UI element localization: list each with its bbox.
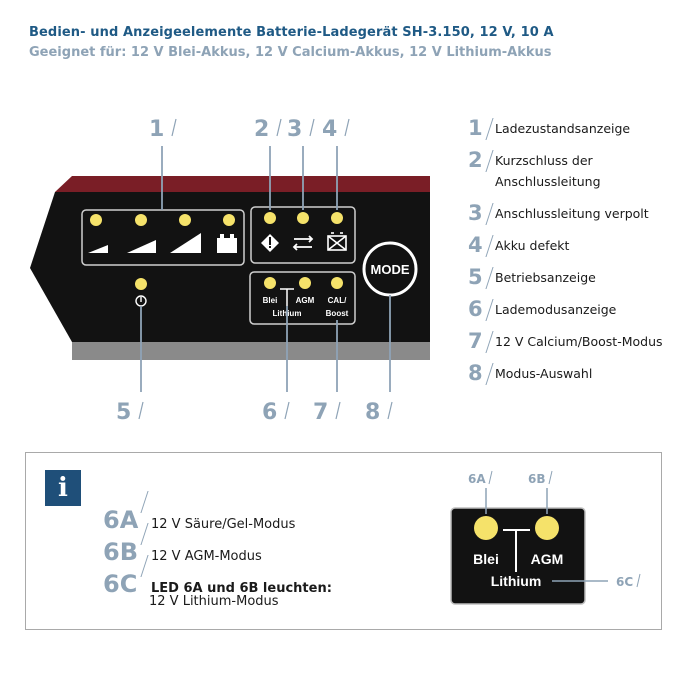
led-agm (299, 277, 311, 289)
charge-level-3-icon (170, 233, 201, 253)
legend-number: 6 (468, 297, 483, 321)
callout-number-1: 1 (149, 117, 164, 142)
legend-text: Anschlussleitung verpolt (495, 206, 649, 221)
mode-button-label: MODE (371, 262, 410, 277)
led-charge-3 (179, 214, 191, 226)
legend-number: 2 (468, 148, 483, 172)
legend-text: Kurzschluss der Anschlussleitung (495, 153, 601, 189)
legend-item-6: 6 Lademodusanzeige (468, 297, 616, 321)
legend-item-1: 1 Ladezustandsanzeige (468, 116, 630, 140)
legend-number: 3 (468, 201, 483, 225)
detail-label-lithium: Lithium (491, 573, 542, 589)
callout-number-8: 8 (365, 400, 380, 425)
legend-number: 4 (468, 233, 483, 257)
legend-text: Modus-Auswahl (495, 366, 593, 381)
legend-number: 7 (468, 329, 483, 353)
panel-body (30, 192, 430, 342)
led-reverse-polarity (297, 212, 309, 224)
led-power (135, 278, 147, 290)
detail-led-agm (535, 516, 559, 540)
mode-code: 6C (103, 570, 138, 598)
reverse-arrows-icon (292, 235, 314, 251)
detail-label-agm: AGM (531, 551, 564, 567)
panel-base (72, 340, 430, 360)
charge-level-1-icon (88, 245, 108, 253)
callout-number-3: 3 (287, 117, 302, 142)
callout-number-5: 5 (116, 400, 131, 425)
panel-stripe (55, 176, 430, 192)
mode-subtext: 12 V Lithium-Modus (149, 594, 279, 609)
charge-display-box (81, 209, 245, 266)
warning-diamond-icon (261, 234, 279, 252)
mode-code: 6A (103, 506, 139, 534)
legend-number: 8 (468, 361, 483, 385)
legend-item-4: 4 Akku defekt (468, 233, 569, 257)
led-battery-defect (331, 212, 343, 224)
detail-callout-6c: 6C (616, 575, 633, 589)
mode-row-6c: 6C LED 6A und 6B leuchten: (103, 570, 332, 598)
mode-row-6b: 6B 12 V AGM-Modus (103, 538, 262, 566)
mode-display-box (249, 271, 356, 325)
led-charge-4 (223, 214, 235, 226)
led-short-circuit (264, 212, 276, 224)
detail-label-blei: Blei (473, 551, 499, 567)
legend-item-2: 2 Kurzschluss der Anschlussleitung (468, 148, 625, 192)
charge-level-2-icon (127, 240, 156, 253)
detail-callout-6b: 6B (528, 472, 546, 486)
mode-text: 12 V Säure/Gel-Modus (151, 517, 296, 532)
led-label-boost: Boost (326, 309, 349, 318)
led-cal-boost (331, 277, 343, 289)
led-label-blei: Blei (263, 296, 278, 305)
legend-item-7: 7 12 V Calcium/Boost-Modus (468, 329, 663, 353)
page-title: Bedien- und Anzeigeelemente Batterie-Lad… (29, 25, 554, 40)
legend-text: 12 V Calcium/Boost-Modus (495, 334, 663, 349)
mode-text: LED 6A und 6B leuchten: (151, 581, 332, 596)
led-label-cal: CAL/ (328, 296, 347, 305)
legend-text: Akku defekt (495, 238, 570, 253)
legend-text: Lademodusanzeige (495, 302, 617, 317)
callout-number-6: 6 (262, 400, 277, 425)
callout-number-4: 4 (322, 117, 337, 142)
callout-number-2: 2 (254, 117, 269, 142)
battery-full-icon (217, 234, 237, 253)
led-charge-1 (90, 214, 102, 226)
battery-defect-icon (327, 232, 347, 251)
led-blei (264, 277, 276, 289)
detail-led-blei (474, 516, 498, 540)
legend-item-5: 5 Betriebsanzeige (468, 265, 596, 289)
legend-number: 5 (468, 265, 483, 289)
mode-row-6a: 6A 12 V Säure/Gel-Modus (103, 506, 295, 534)
legend-item-3: 3 Anschlussleitung verpolt (468, 201, 649, 225)
legend-item-8: 8 Modus-Auswahl (468, 361, 592, 385)
info-box (25, 452, 662, 630)
legend-text: Ladezustandsanzeige (495, 121, 631, 136)
info-icon: i (45, 470, 81, 506)
detail-callout-6a: 6A (468, 472, 486, 486)
page-subtitle: Geeignet für: 12 V Blei-Akkus, 12 V Calc… (29, 45, 552, 60)
mode-text: 12 V AGM-Modus (151, 549, 262, 564)
led-label-agm: AGM (296, 296, 315, 305)
legend-text: Betriebsanzeige (495, 270, 596, 285)
legend-number: 1 (468, 116, 483, 140)
mode-code: 6B (103, 538, 138, 566)
callout-number-7: 7 (313, 400, 328, 425)
led-charge-2 (135, 214, 147, 226)
